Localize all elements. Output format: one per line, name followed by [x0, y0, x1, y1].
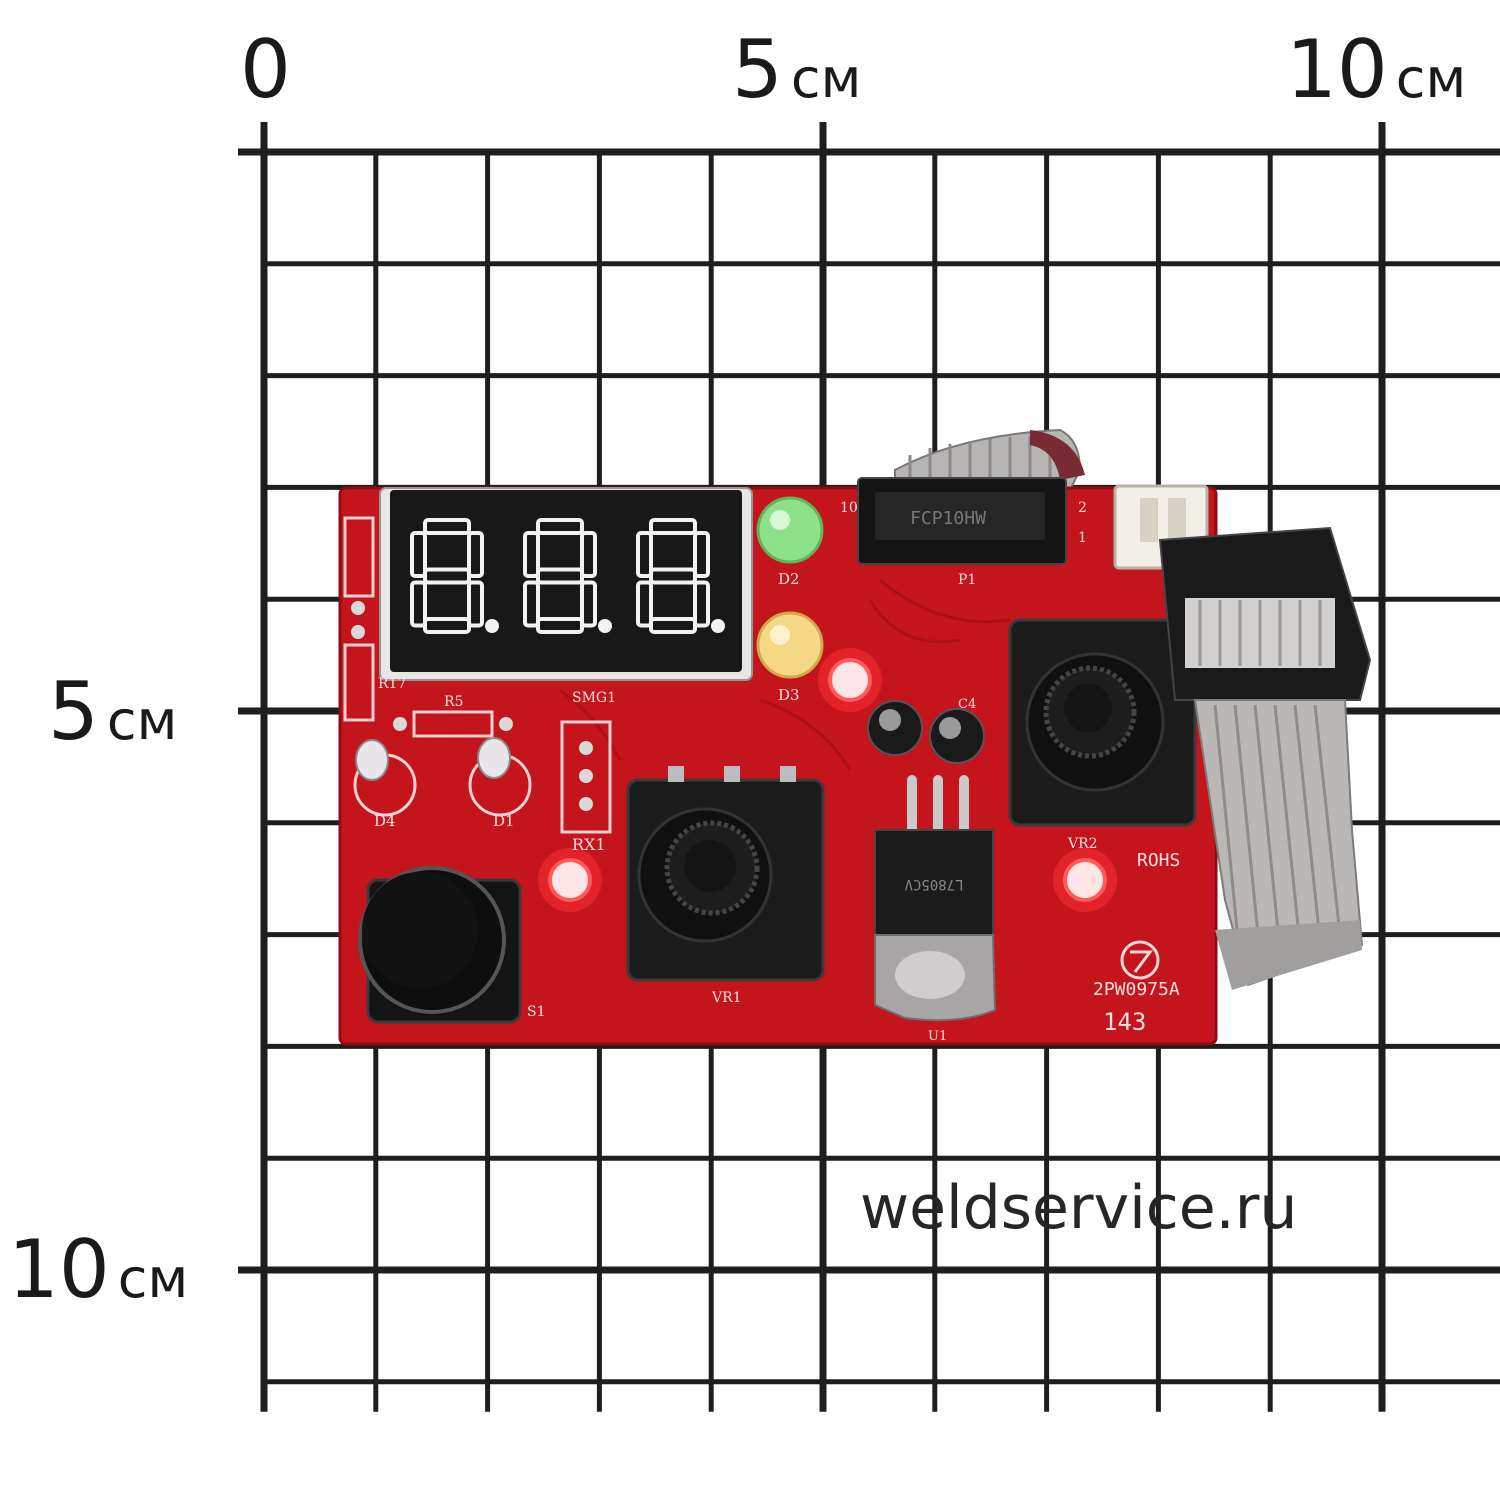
silkscreen-label: 143 — [1103, 1008, 1146, 1036]
ribbon-cable-right — [1158, 526, 1372, 990]
led-d1 — [468, 737, 532, 817]
silkscreen-label: SMG1 — [572, 690, 616, 706]
silkscreen-label: VR2 — [1067, 836, 1098, 852]
led-d4 — [353, 739, 417, 817]
silkscreen-label: S1 — [527, 1004, 546, 1020]
potentiometer-vr2 — [1008, 618, 1197, 827]
seven-segment-display — [379, 487, 753, 681]
led-d3-yellow — [756, 611, 824, 679]
silkscreen-label: U1 — [928, 1029, 947, 1044]
silkscreen-label: 10 — [840, 500, 858, 516]
silkscreen-label: 2 — [1078, 500, 1087, 516]
silkscreen-label: VR1 — [711, 990, 742, 1006]
mounting-hole-2 — [538, 848, 602, 912]
display-digit — [410, 518, 499, 634]
mounting-hole-1 — [818, 648, 882, 712]
resistor-r-top — [343, 516, 375, 639]
display-digits — [410, 518, 725, 634]
mounting-hole-3 — [1053, 848, 1117, 912]
push-button-s1 — [358, 866, 522, 1024]
silkscreen-label: 2PW0975A — [1093, 979, 1180, 1000]
led-d2-green — [756, 496, 824, 564]
silkscreen-label: R17 — [378, 676, 406, 692]
silkscreen-label: R5 — [444, 694, 463, 710]
display-digit — [636, 518, 725, 634]
capacitor-left — [867, 700, 923, 756]
scale-label-top-0: 0 — [240, 23, 291, 116]
header-p1: FCP10HW — [857, 477, 1067, 565]
display-digit — [523, 518, 612, 634]
potentiometer-vr1 — [626, 766, 825, 982]
watermark-brand: weldservice.ru — [860, 1173, 1298, 1243]
silkscreen-label: C4 — [958, 697, 976, 712]
silkscreen-label: D1 — [493, 812, 515, 830]
silkscreen-label: RX1 — [572, 835, 606, 854]
voltage-regulator-u1: L7805CV — [874, 775, 997, 1022]
silkscreen-label: ROHS — [1137, 850, 1180, 871]
svg-text:FCP10HW: FCP10HW — [910, 508, 986, 529]
board-logo — [1120, 940, 1160, 980]
resistor-r17 — [343, 643, 375, 722]
connector-rx1 — [560, 720, 612, 834]
silkscreen-label: D2 — [778, 570, 800, 588]
silkscreen-label: D3 — [778, 686, 800, 704]
silkscreen-label: P1 — [958, 572, 976, 588]
silkscreen-label: D4 — [374, 812, 396, 830]
resistor-r5 — [393, 710, 513, 738]
silkscreen-label: 1 — [1078, 530, 1087, 546]
svg-text:L7805CV: L7805CV — [904, 876, 964, 892]
capacitor-c4 — [929, 708, 985, 764]
